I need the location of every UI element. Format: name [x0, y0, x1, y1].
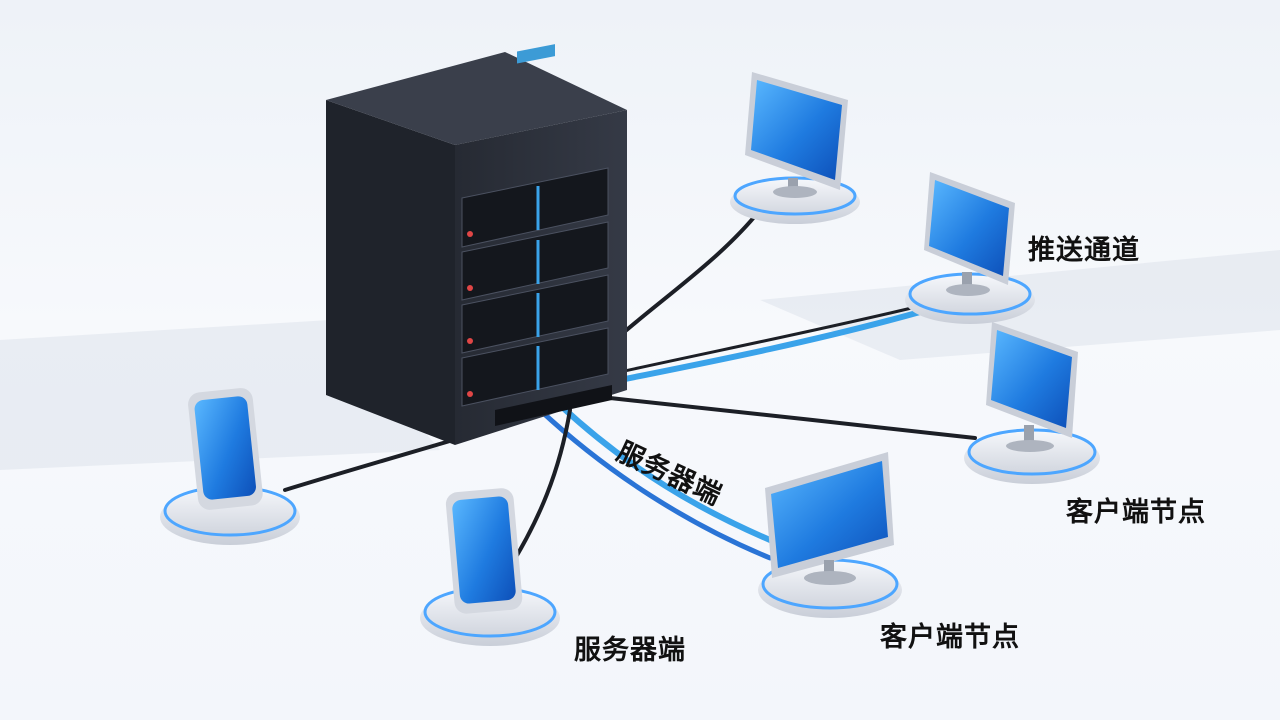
label-client-node-1: 客户端节点 [1066, 497, 1206, 528]
server-rack-icon [326, 44, 627, 445]
server-top [326, 52, 627, 145]
cable-to-monitor-1 [613, 208, 762, 342]
monitor-3 [986, 322, 1078, 452]
server-display [517, 44, 555, 64]
pedestals [160, 176, 1100, 646]
cable-to-monitor-2-dark [618, 304, 922, 374]
cable-to-monitor-3 [608, 396, 977, 440]
cable-to-monitor-4-blue [557, 402, 773, 543]
label-server-1: 服务器端 [574, 635, 686, 666]
phone-2 [445, 488, 523, 614]
phone-1 [188, 388, 263, 510]
server-switch [495, 385, 612, 426]
smartphone-icon [188, 388, 523, 614]
monitor-2 [924, 172, 1015, 296]
monitor-1 [745, 72, 848, 198]
label-client-node-2: 客户端节点 [880, 622, 1020, 653]
label-push-channel: 推送通道 [1028, 235, 1140, 266]
monitor-icon [745, 72, 1078, 585]
server-side [326, 100, 455, 445]
monitor-4 [765, 452, 894, 585]
cable-to-monitor-2-blue [617, 309, 923, 383]
server-units [461, 167, 609, 407]
